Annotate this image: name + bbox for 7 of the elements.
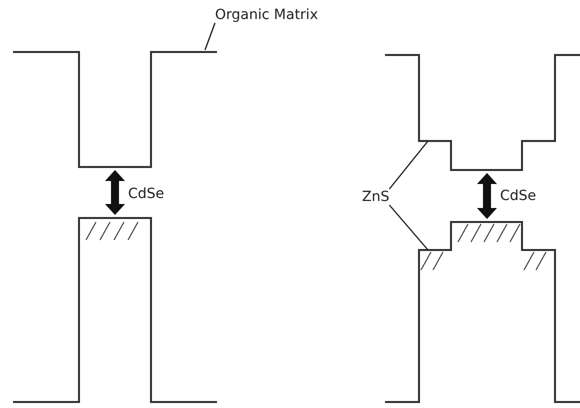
leader-line [204, 22, 216, 50]
callout-label: ZnS [362, 189, 390, 205]
leader-line [388, 204, 428, 250]
material-label: CdSe [128, 186, 164, 202]
material-label: CdSe [500, 188, 536, 204]
leader-line [388, 140, 428, 190]
callout-label: Organic Matrix [215, 7, 318, 23]
